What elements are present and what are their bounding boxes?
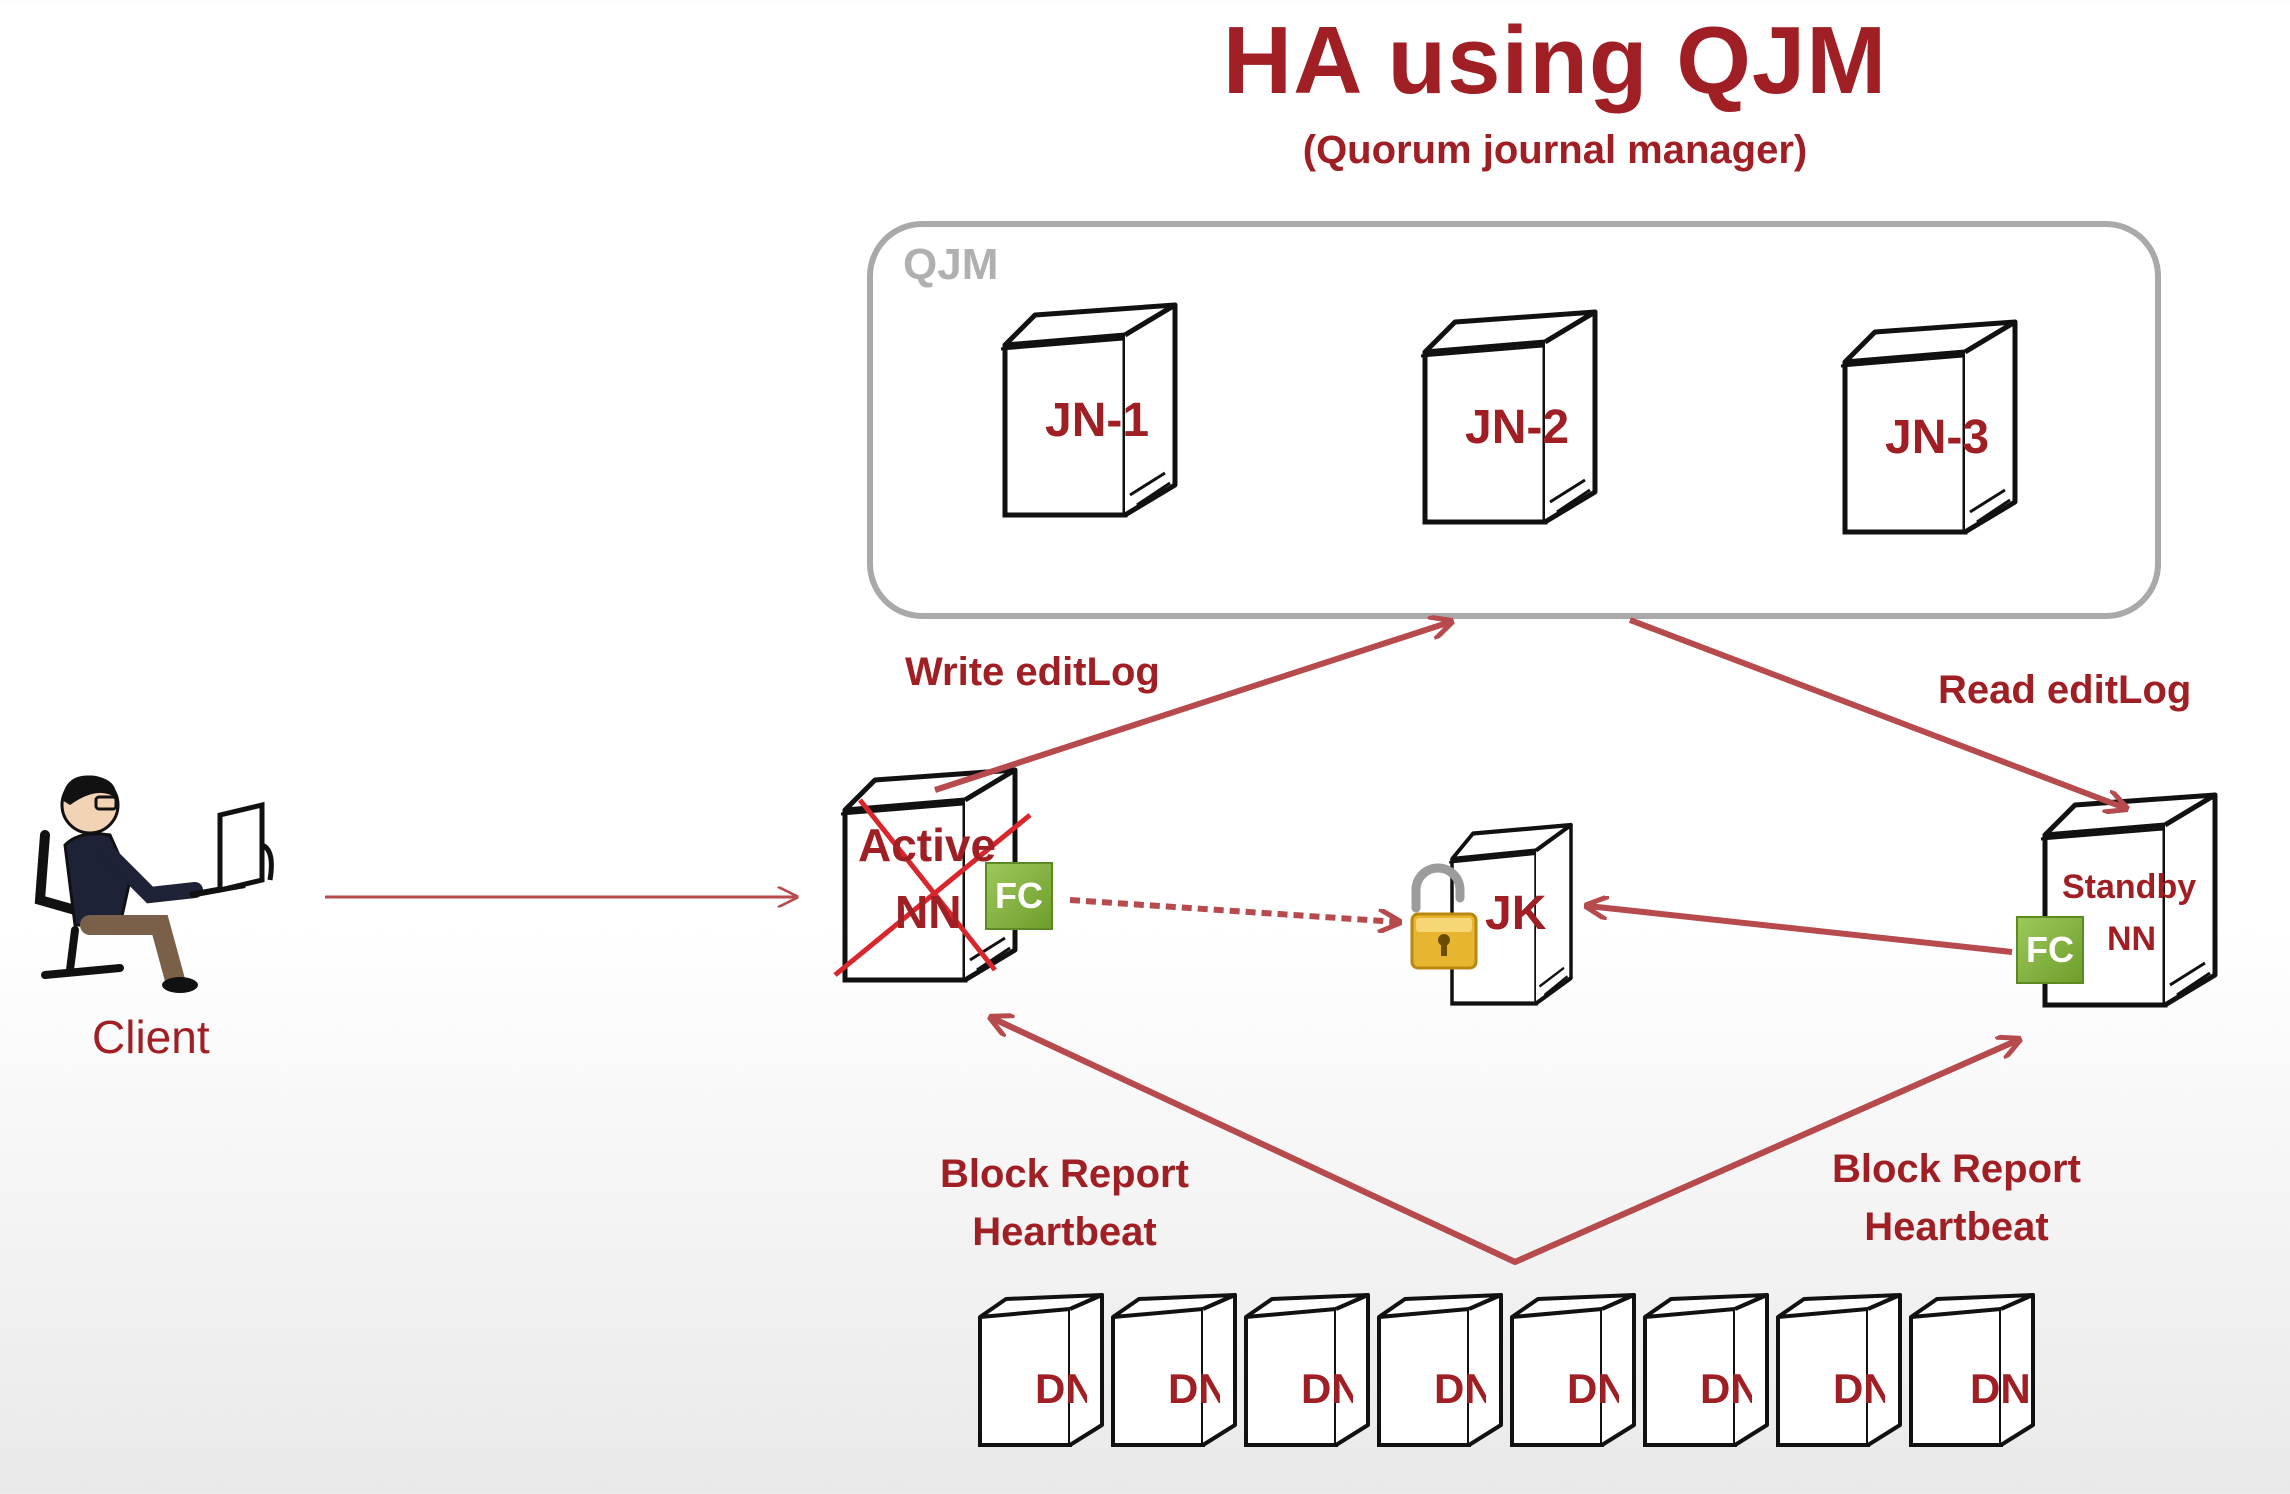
dn-label: DN [1301,1365,1353,1412]
block-report-left-line2: Heartbeat [972,1210,1157,1254]
dn-label: DN [1970,1365,2031,1412]
failed-cross-icon [833,798,1032,977]
standby-nn-label-line2: NN [2107,920,2157,958]
dn-label: DN [1567,1365,1619,1412]
dn-label: DN [1833,1365,1885,1412]
block-report-left-label: Block Report Heartbeat [940,1145,1189,1261]
read-editlog-label: Read editLog [1938,668,2192,712]
jk-label: JK [1485,887,1547,940]
dn-label: DN [1700,1365,1752,1412]
standby-nn-label-line1: Standby [2062,868,2197,906]
qjm-box [867,221,2161,619]
qjm-box-label: QJM [903,240,999,289]
standby-failover-controller-badge: FC [2016,916,2084,984]
jn-3-label: JN-3 [1885,411,1990,464]
page-subtitle: (Quorum journal manager) [1302,128,1808,172]
client-label: Client [92,1011,210,1063]
read-editlog-arrow [1628,617,2125,808]
block-report-right-line1: Block Report [1832,1147,2081,1191]
active-failover-controller-badge: FC [985,862,1053,930]
dn-label: DN [1168,1365,1220,1412]
active-nn-label-line1: Active [858,819,997,871]
active-nn-label-line2: NN [895,886,962,938]
jn-2-label: JN-2 [1465,401,1570,454]
write-editlog-label: Write editLog [905,650,1160,694]
padlock-icon [1410,863,1478,970]
client-person-icon [34,775,274,993]
block-report-right-label: Block Report Heartbeat [1832,1140,2081,1256]
jn-1-label: JN-1 [1045,394,1150,447]
write-editlog-arrow [934,622,1450,793]
page-title: HA using QJM [1222,7,1888,114]
dn-label: DN [1434,1365,1486,1412]
block-report-left-line1: Block Report [940,1152,1189,1196]
standby-fc-to-jk-arrow [1588,906,2013,955]
active-fc-to-jk-arrow [1069,897,1398,922]
dn-label: DN [1035,1365,1087,1412]
block-report-right-line2: Heartbeat [1864,1205,2049,1249]
